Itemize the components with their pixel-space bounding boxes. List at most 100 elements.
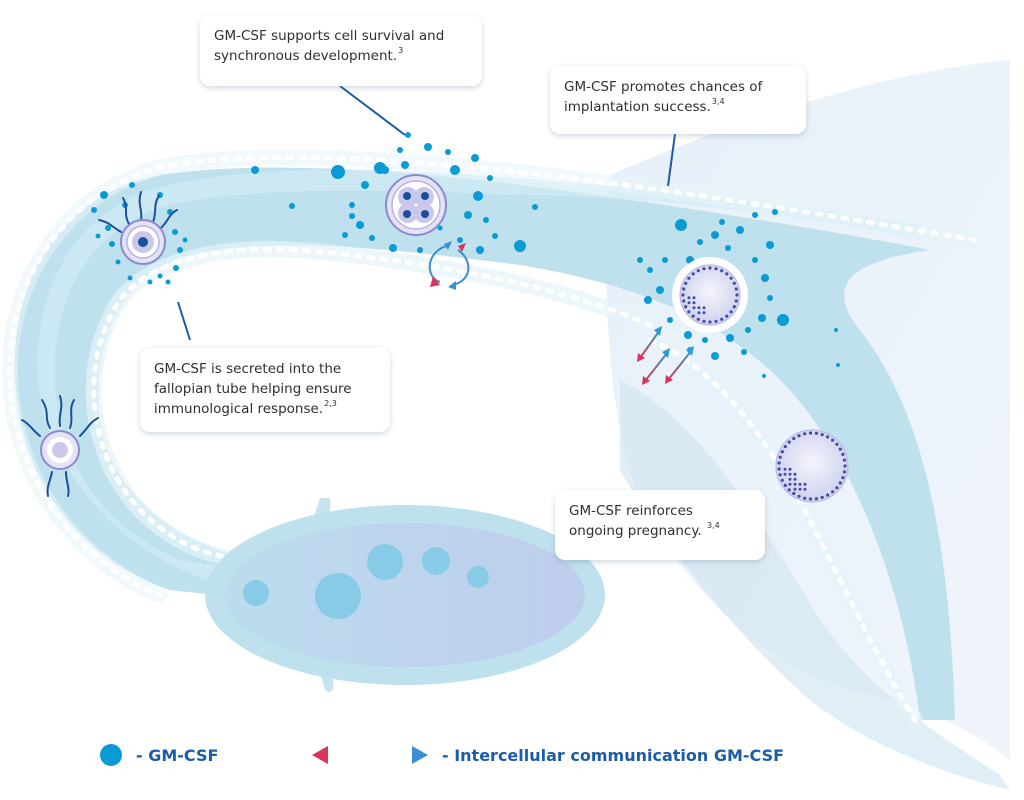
gmcsf-dot [173,265,179,271]
trophoblast-cell [820,495,824,499]
inner-cell-mass-cell [803,482,807,486]
trophoblast-cell [684,281,688,285]
trophoblast-cell [691,272,695,276]
follicle [243,580,269,606]
trophoblast-cell [729,310,733,314]
gmcsf-dot [100,191,108,199]
gmcsf-dot-icon [100,744,122,766]
inner-cell-mass-cell [783,472,787,476]
gmcsf-dot [172,229,178,235]
trophoblast-cell [702,319,706,323]
trophoblast-cell [843,464,847,468]
gmcsf-dot [331,165,345,179]
trophoblast-cell [708,320,712,324]
gmcsf-dot [758,314,766,322]
trophoblast-cell [831,438,835,442]
trophoblast-cell [780,450,784,454]
gmcsf-dot [637,257,643,263]
trophoblast-cell [792,436,796,441]
inner-cell-mass-cell [702,306,706,310]
gmcsf-dot [767,295,773,301]
trophoblast-cell [797,434,801,438]
inner-cell-mass-cell [692,296,696,300]
callout-secretion: GM-CSF is secreted into the fallopian tu… [140,348,390,432]
gmcsf-dot [349,202,355,208]
trophoblast-cell [720,317,724,321]
gmcsf-dot [647,267,653,273]
gmcsf-dot [381,166,389,174]
gmcsf-dot [711,352,719,360]
legend-communication-label: - Intercellular communication GM-CSF [442,745,785,765]
trophoblast-cell [732,305,736,309]
gmcsf-dot [401,161,409,169]
callout-text: GM-CSF is secreted into the fallopian tu… [154,361,352,417]
gmcsf-dot [109,241,115,247]
trophoblast-cell [684,305,688,309]
gmcsf-dot [662,257,668,263]
gmcsf-dot [464,211,472,219]
gmcsf-dot [487,175,493,181]
gmcsf-dot [471,154,479,162]
gmcsf-dot [182,237,188,243]
trophoblast-cell [787,440,791,444]
reference-superscript: 3,4 [706,521,720,530]
blastocyst-pregnancy [775,429,849,503]
uterus-wall [620,380,1010,790]
trophoblast-cell [787,488,791,492]
follicle [467,566,489,588]
gmcsf-dot [157,273,163,279]
gmcsf-dot [711,231,719,239]
callout-text: GM-CSF reinforces ongoing pregnancy. [569,503,702,539]
gmcsf-dot [514,240,526,252]
gmcsf-dot [445,149,451,155]
gmcsf-dot [95,233,101,239]
gmcsf-dot [761,274,769,282]
trophoblast-cell [797,494,801,498]
gmcsf-dot [129,182,135,188]
gmcsf-dot [752,257,758,263]
trophoblast-cell [735,293,739,297]
trophoblast-cell [691,314,695,318]
inner-cell-mass-cell [798,487,802,491]
gmcsf-dot [836,363,840,367]
trophoblast-cell [687,310,691,314]
arrowheads [637,326,694,385]
gmcsf-dot [476,246,484,254]
inner-cell-mass-cell [788,467,792,471]
trophoblast-cell [780,478,784,482]
trophoblast-cell [714,267,718,271]
gmcsf-dot [356,221,364,229]
gmcsf-dot [424,143,432,151]
reference-superscript: 2,3 [324,399,337,408]
gmcsf-dot [675,219,687,231]
trophoblast-cell [708,266,712,270]
callout-pregnancy: GM-CSF reinforces ongoing pregnancy. 3,4 [555,490,765,560]
communication-cycle-arrows [428,241,470,290]
gmcsf-dot [405,132,411,138]
gmcsf-dot [147,279,153,285]
gmcsf-dot [397,147,403,153]
gmcsf-dot [702,337,708,343]
inner-cell-mass-cell [687,301,691,305]
gmcsf-dot [369,235,375,241]
four-cell-embryo [385,174,447,236]
trophoblast-cell [826,493,830,497]
gmcsf-dot [726,334,734,342]
trophoblast-cell [777,467,781,471]
gmcsf-dot [437,225,443,231]
epithelium-outer [1,149,983,603]
implantation-communication-arrows [639,329,693,382]
double-arrow-icon [312,746,428,764]
gmcsf-dot [736,226,744,234]
trophoblast-cell [783,445,787,449]
inner-cell-mass-cell [793,482,797,486]
gmcsf-dot [473,191,483,201]
trophoblast-cell [842,458,847,462]
gmcsf-dot [450,165,460,175]
trophoblast-cell [835,442,839,446]
ovary [205,498,605,692]
gmcsf-dot [492,233,498,239]
inner-cell-mass-cell [692,306,696,310]
gmcsf-dot [667,317,673,323]
